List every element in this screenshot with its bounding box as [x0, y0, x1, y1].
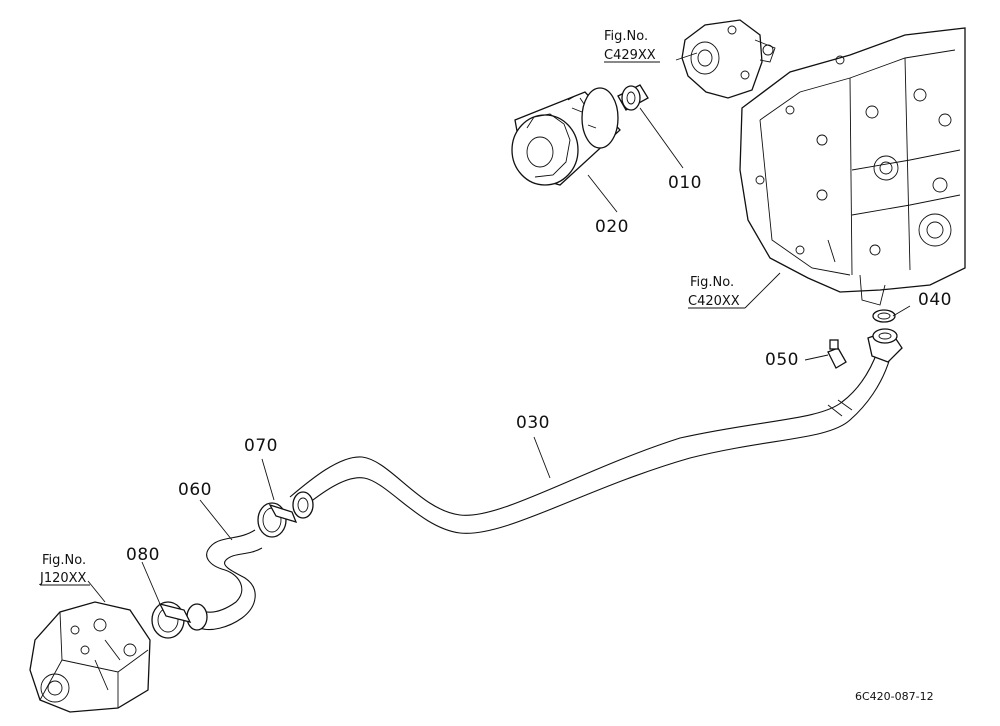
fig-ref-c429-line1: Fig.No.	[604, 29, 648, 44]
callout-040: 040	[918, 290, 952, 310]
part-040-o-ring	[872, 309, 896, 323]
filter-head	[681, 19, 776, 99]
callout-030: 030	[516, 413, 550, 433]
callout-060: 060	[178, 480, 212, 500]
callout-080: 080	[126, 545, 160, 565]
part-010-nipple	[617, 84, 649, 111]
transmission-case	[739, 27, 966, 306]
fig-ref-j120-line2: J120XX	[39, 571, 87, 586]
callout-020: 020	[595, 217, 629, 237]
fig-ref-j120-line1: Fig.No.	[42, 553, 86, 568]
pipe-end-collar	[292, 491, 314, 519]
pipe-flange	[867, 328, 903, 363]
fig-ref-c420-line1: Fig.No.	[690, 275, 734, 290]
part-020-oil-filter	[511, 87, 621, 186]
callout-050: 050	[765, 350, 799, 370]
fig-ref-c420-line2: C420XX	[688, 294, 740, 309]
part-060-rubber-hose	[186, 529, 263, 631]
part-030-pipe	[289, 349, 891, 534]
callout-010: 010	[668, 173, 702, 193]
hydraulic-pump	[29, 601, 151, 713]
drawing-code: 6C420-087-12	[855, 690, 934, 703]
leader-lines	[40, 52, 911, 605]
part-070-hose-clamp	[257, 502, 298, 538]
part-080-hose-clamp	[151, 601, 192, 639]
callout-070: 070	[244, 436, 278, 456]
figure-references: Fig.No. C429XX Fig.No. C420XX Fig.No. J1…	[39, 29, 740, 586]
part-050-fitting	[827, 339, 847, 369]
fig-ref-c429-line2: C429XX	[604, 48, 656, 63]
callout-labels: 010 020 030 040 050 060 070 080	[126, 173, 952, 565]
